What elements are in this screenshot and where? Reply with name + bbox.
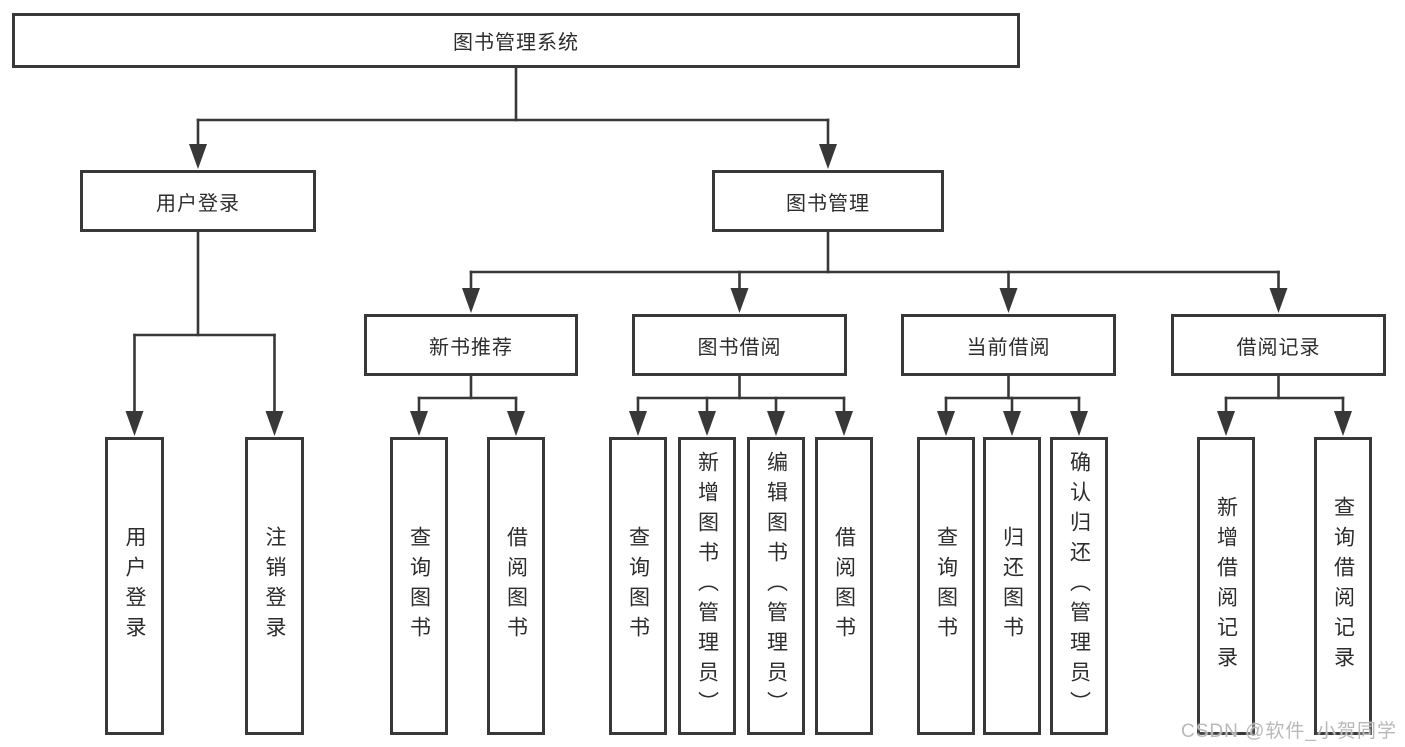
connector-new-book-rec-branch	[417, 373, 518, 414]
leaf-query-books-3: 查询图书	[917, 437, 975, 735]
leaf-label: 查询图书	[626, 526, 650, 646]
arrowhead-icon	[937, 411, 955, 436]
connector-book-borrowing-arrowheads	[629, 411, 853, 436]
arrowhead-icon	[835, 411, 853, 436]
arrowhead-icon	[265, 411, 284, 436]
node-label: 当前借阅	[966, 336, 1051, 359]
node-user-login: 用户登录	[80, 170, 316, 232]
node-label: 借阅记录	[1236, 336, 1321, 359]
leaf-query-books-2: 查询图书	[609, 437, 667, 735]
arrowhead-icon	[125, 411, 144, 436]
leaf-borrow-books-2: 借阅图书	[815, 437, 873, 735]
leaf-add-borrow-record: 新增借阅记录	[1197, 437, 1255, 735]
arrowhead-icon	[629, 411, 647, 436]
arrowhead-icon	[462, 288, 480, 313]
node-label: 图书借阅	[697, 336, 782, 359]
leaf-label: 借阅图书	[504, 526, 528, 646]
connector-user-login-branch	[133, 229, 276, 414]
connector-user-login-arrowheads	[125, 411, 284, 436]
leaf-return-books: 归还图书	[983, 437, 1041, 735]
leaf-label: 注销登录	[263, 526, 286, 646]
connector-new-book-rec-arrowheads	[410, 411, 525, 436]
node-book-management: 图书管理	[712, 170, 944, 232]
node-label: 新书推荐	[429, 336, 513, 359]
connector-book-borrowing-branch	[636, 373, 846, 414]
leaf-confirm-return-admin: 确认归还（管理员）	[1050, 437, 1108, 735]
node-label: 用户登录	[156, 192, 240, 215]
leaf-edit-books-admin: 编辑图书（管理员）	[747, 437, 805, 735]
leaf-label: 编辑图书（管理员）	[764, 451, 788, 721]
arrowhead-icon	[698, 411, 716, 436]
leaf-borrow-books-1: 借阅图书	[487, 437, 545, 735]
connector-root-to-level2	[196, 65, 830, 148]
node-label: 图书管理	[786, 192, 870, 215]
arrowhead-icon	[1269, 288, 1288, 313]
leaf-query-books-1: 查询图书	[390, 437, 448, 735]
arrowhead-icon	[1003, 411, 1021, 436]
connector-borrowing-records-arrowheads	[1217, 411, 1352, 436]
connector-root-arrowheads	[189, 144, 837, 169]
arrowhead-icon	[1217, 411, 1235, 436]
leaf-label: 用户登录	[123, 526, 146, 646]
leaf-label: 借阅图书	[832, 526, 856, 646]
leaf-query-borrow-record: 查询借阅记录	[1314, 437, 1372, 735]
arrowhead-icon	[1070, 411, 1088, 436]
arrowhead-icon	[819, 144, 837, 169]
connector-book-management-arrowheads	[462, 288, 1288, 313]
arrowhead-icon	[1334, 411, 1352, 436]
leaf-label: 新增图书（管理员）	[695, 451, 719, 721]
arrowhead-icon	[507, 411, 525, 436]
node-current-borrowing: 当前借阅	[901, 314, 1116, 376]
arrowhead-icon	[410, 411, 428, 436]
leaf-label: 查询图书	[407, 526, 431, 646]
leaf-logout: 注销登录	[245, 437, 304, 735]
leaf-label: 确认归还（管理员）	[1067, 451, 1091, 721]
arrowhead-icon	[730, 288, 749, 313]
leaf-label: 归还图书	[1000, 526, 1024, 646]
node-label: 图书管理系统	[453, 32, 579, 54]
arrowhead-icon	[999, 288, 1018, 313]
node-new-book-recommendation: 新书推荐	[364, 314, 578, 376]
connector-book-management-branch	[469, 229, 1280, 292]
node-library-management-system: 图书管理系统	[12, 13, 1020, 68]
connector-borrowing-records-branch	[1224, 373, 1345, 414]
arrowhead-icon	[767, 411, 785, 436]
connector-current-borrowing-branch	[944, 373, 1081, 414]
connector-current-borrowing-arrowheads	[937, 411, 1088, 436]
leaf-add-books-admin: 新增图书（管理员）	[678, 437, 736, 735]
leaf-label: 新增借阅记录	[1214, 496, 1238, 676]
arrowhead-icon	[189, 144, 207, 169]
leaf-label: 查询图书	[934, 526, 958, 646]
leaf-label: 查询借阅记录	[1331, 496, 1355, 676]
node-book-borrowing: 图书借阅	[632, 314, 847, 376]
csdn-watermark: CSDN @软件_小贺同学	[1181, 721, 1397, 742]
node-borrowing-records: 借阅记录	[1171, 314, 1386, 376]
leaf-user-login: 用户登录	[105, 437, 164, 735]
